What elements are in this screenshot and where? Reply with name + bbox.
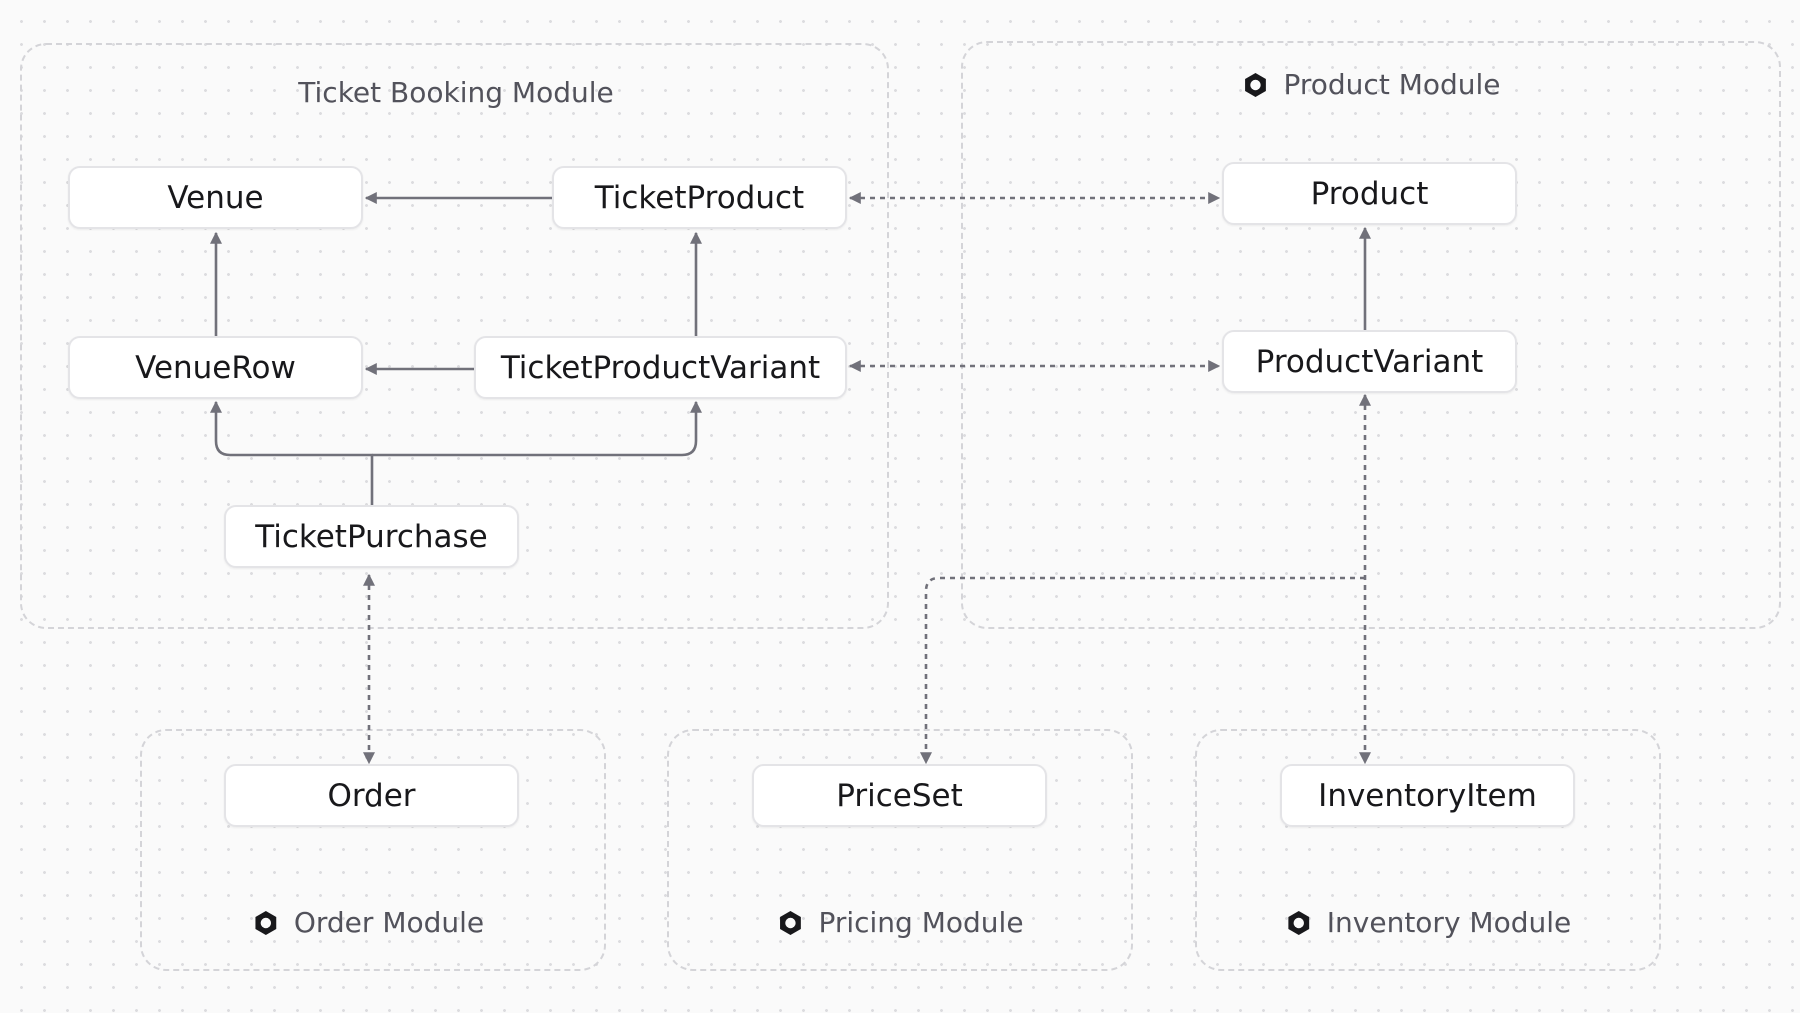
pricing-module [667, 729, 1133, 971]
entity-product-variant[interactable]: ProductVariant [1222, 330, 1517, 393]
order-module-label: Order Module [293, 906, 485, 939]
entity-venue[interactable]: Venue [68, 166, 363, 229]
order-module-title: Order Module [252, 906, 484, 939]
inventory-module [1195, 729, 1661, 971]
module-hexagon-icon [776, 909, 804, 937]
inventory-module-title: Inventory Module [1285, 906, 1571, 939]
pricing-module-title: Pricing Module [776, 906, 1024, 939]
product-module-label: Product Module [1283, 68, 1501, 101]
module-hexagon-icon [1241, 71, 1269, 99]
ticket-booking-module-title: Ticket Booking Module [298, 76, 613, 109]
entity-venue-row[interactable]: VenueRow [68, 336, 363, 399]
link-ticketpurchase-ticketproductvariant [372, 400, 702, 457]
module-hexagon-icon [1285, 909, 1313, 937]
inventory-module-label: Inventory Module [1326, 906, 1572, 939]
entity-ticket-product-variant[interactable]: TicketProductVariant [474, 336, 847, 399]
pricing-module-label: Pricing Module [818, 906, 1024, 939]
entity-product[interactable]: Product [1222, 162, 1517, 225]
link-ticketpurchase-venuerow [210, 400, 374, 505]
entity-price-set[interactable]: PriceSet [752, 764, 1047, 827]
module-hexagon-icon [252, 909, 280, 937]
entity-ticket-purchase[interactable]: TicketPurchase [224, 505, 519, 568]
entity-inventory-item[interactable]: InventoryItem [1280, 764, 1575, 827]
entity-ticket-product[interactable]: TicketProduct [552, 166, 847, 229]
product-module-title: Product Module [1241, 68, 1501, 101]
ticket-booking-module-label: Ticket Booking Module [298, 76, 614, 109]
product-module [961, 41, 1781, 629]
link-productvariant-priceset [920, 576, 1365, 765]
entity-order[interactable]: Order [224, 764, 519, 827]
ticket-booking-module [20, 43, 889, 629]
